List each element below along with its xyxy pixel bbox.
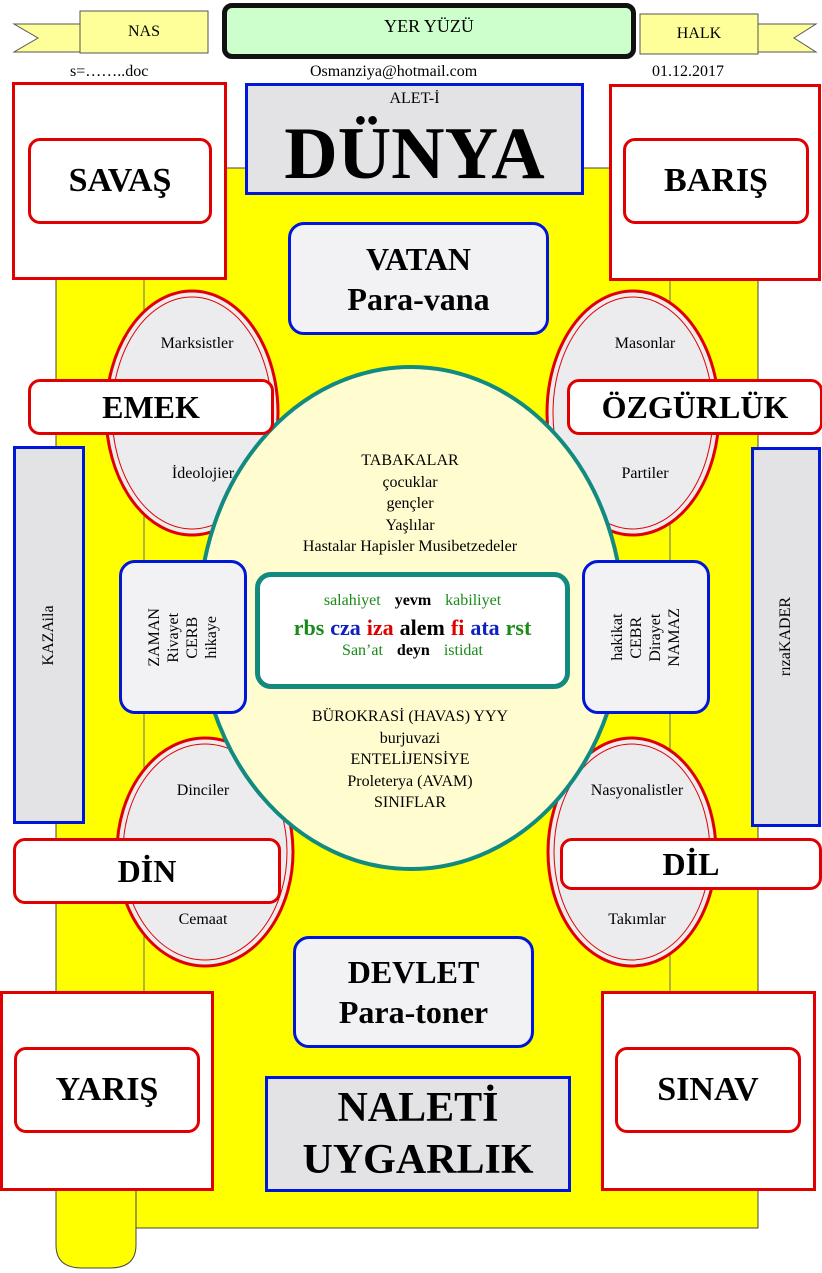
hakikat-label: hakikat	[609, 613, 626, 661]
core-row-3: San’at deyn istidat	[260, 642, 565, 660]
uygarlik-label: UYGARLIK	[302, 1137, 534, 1183]
rivayet-label: Rivayet	[165, 612, 182, 662]
yaslilar-label: Yaşlılar	[385, 516, 435, 534]
dirayet-label: Dirayet	[647, 613, 664, 661]
core-word: rst	[505, 615, 532, 640]
burjuvazi-label: burjuvazi	[379, 729, 441, 747]
core-word: kabiliyet	[445, 592, 502, 609]
burokrasi-label: BÜROKRASİ (HAVAS) YYY	[311, 708, 509, 725]
core-word: cza	[330, 615, 361, 640]
core-word: istidat	[443, 642, 483, 659]
corner-label-bottom-right: SINAV	[615, 1047, 801, 1133]
core-word: fi	[450, 615, 465, 640]
side-bar-right-text: rıza KADER	[776, 597, 796, 676]
oval-bottom-right-bottom: Takımlar	[608, 911, 666, 928]
core-word: iza	[366, 615, 394, 640]
zaman-label: ZAMAN	[146, 607, 163, 667]
core-word: San’at	[342, 642, 383, 659]
devlet-box: DEVLET Para-toner	[293, 936, 534, 1048]
namaz-label: NAMAZ	[666, 607, 683, 667]
center-upper-list: TABAKALAR çocuklar gençler Yaşlılar Hast…	[250, 450, 570, 558]
side-bar-right: rıza KADER	[751, 447, 821, 827]
ribbon-right	[639, 13, 818, 55]
corner-label-bottom-left: YARIŞ	[14, 1047, 200, 1133]
bar-dil: DİL	[560, 838, 822, 890]
oval-top-left-bottom: İdeolojier	[171, 465, 235, 482]
riza-label: rıza	[777, 652, 794, 677]
oval-top-left-top: Marksistler	[160, 335, 234, 352]
core-word: yevm	[394, 592, 432, 609]
core-word: ata	[470, 615, 500, 640]
email: Osmanziya@hotmail.com	[310, 63, 478, 80]
side-bar-left: KAZA ila	[13, 446, 85, 824]
hikaye-label: hikaye	[203, 615, 220, 659]
kader-label: KADER	[777, 597, 794, 653]
tabakalar-label: TABAKALAR	[361, 452, 459, 469]
bar-din: DİN	[13, 838, 281, 904]
inner-box-left: ZAMAN Rivayet CERB hikaye	[119, 560, 247, 714]
hastalar-label: Hastalar Hapisler Musibetzedeler	[302, 538, 518, 555]
ribbon-right-label: HALK	[676, 25, 722, 42]
vatan-box: VATAN Para-vana	[288, 222, 549, 335]
alet-label: ALET-İ	[389, 90, 440, 107]
cerb-label: CERB	[184, 616, 201, 658]
core-word: rbs	[293, 615, 325, 640]
core-word: salahiyet	[323, 592, 381, 609]
entelijensiye-label: ENTELİJENSİYE	[350, 751, 470, 768]
oval-bottom-right-top: Nasyonalistler	[590, 782, 684, 799]
devlet-label: DEVLET	[347, 954, 480, 990]
oval-top-right-bottom: Partiler	[621, 465, 669, 482]
dunya-label: DÜNYA	[284, 113, 545, 195]
bar-emek: EMEK	[28, 379, 274, 435]
dunya-box: ALET-İ DÜNYA	[245, 83, 584, 195]
oval-bottom-left-top: Dinciler	[176, 782, 230, 799]
core-row-1: salahiyet yevm kabiliyet	[260, 592, 565, 610]
para-vana-label: Para-vana	[347, 280, 490, 317]
corner-label-top-right: BARIŞ	[623, 138, 809, 224]
ila-label: ila	[40, 604, 57, 621]
bar-ozgurluk: ÖZGÜRLÜK	[567, 379, 822, 435]
file-name: s=……..doc	[70, 63, 149, 80]
center-lower-list: BÜROKRASİ (HAVAS) YYY burjuvazi ENTELİJE…	[250, 706, 570, 814]
cebr-label: CEBR	[628, 616, 645, 658]
vatan-label: VATAN	[366, 240, 471, 277]
proleterya-label: Proleterya (AVAM)	[347, 772, 473, 790]
gencler-label: gençler	[386, 495, 434, 512]
oval-bottom-left-bottom: Cemaat	[178, 911, 228, 928]
ribbon-left	[12, 10, 209, 54]
siniflar-label: SINIFLAR	[373, 794, 446, 811]
inner-left-text: ZAMAN Rivayet CERB hikaye	[145, 608, 221, 667]
uygarlik-box: NALETİ UYGARLIK	[265, 1076, 571, 1192]
inner-right-text: hakikat CEBR Dirayet NAMAZ	[608, 608, 684, 667]
cocuklar-label: çocuklar	[382, 473, 438, 491]
inner-box-right: hakikat CEBR Dirayet NAMAZ	[582, 560, 710, 714]
side-bar-left-text: KAZA ila	[39, 605, 59, 665]
core-word: alem	[399, 615, 445, 640]
ribbon-left-label: NAS	[127, 23, 160, 40]
naleti-label: NALETİ	[337, 1085, 499, 1131]
core-word: deyn	[396, 642, 430, 659]
page-title: YER YÜZÜ	[222, 3, 636, 59]
date: 01.12.2017	[652, 63, 724, 80]
para-toner-label: Para-toner	[338, 994, 489, 1030]
oval-top-right-top: Masonlar	[614, 335, 676, 352]
kaza-label: KAZA	[40, 620, 57, 666]
corner-label-top-left: SAVAŞ	[28, 138, 212, 224]
